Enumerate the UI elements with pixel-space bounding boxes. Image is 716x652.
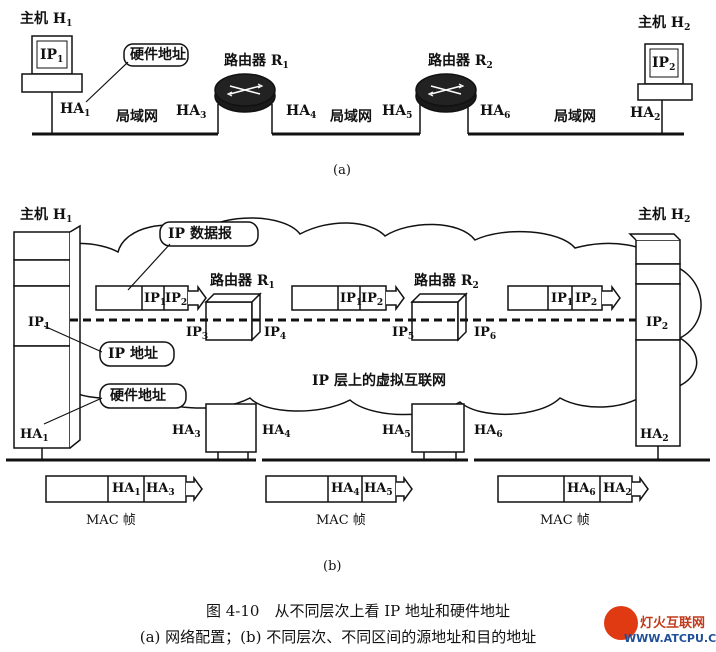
ip1-label-b: IP1 [28,315,51,332]
ip-datagram-1 [95,284,207,312]
ha6-label-a: HA6 [480,103,511,121]
ip5-label: IP5 [392,325,415,342]
ha1-label-a: HA1 [60,101,91,119]
ha2-label-a: HA2 [630,105,661,123]
router2-icon [415,73,477,134]
mac-frame-2 [265,475,413,503]
dg2-src: IP1 [340,291,363,308]
router1-link-box [205,403,257,460]
mac-frame-1 [45,475,203,503]
ip2-label-b: IP2 [646,315,669,332]
caption-b: (b) [323,559,342,574]
ha5-label-b: HA5 [382,423,411,440]
dg1-dst: IP2 [165,291,188,308]
mac3-src: HA6 [567,481,596,498]
mac2-dst: HA5 [364,481,393,498]
callout-datagram-bubble [159,221,259,247]
cloud-label: IP 层上的虚拟互联网 [312,373,446,389]
router2-label-b: 路由器 R2 [414,273,479,291]
host1-label-b: 主机 H1 [20,207,73,225]
host2-label-b: 主机 H2 [638,207,691,225]
host1-label-a: 主机 H1 [20,11,73,29]
router1-label-b: 路由器 R1 [210,273,275,291]
callout-ip: IP 地址 [108,346,158,362]
ip6-label: IP6 [474,325,497,342]
callout-hw-b-bubble [99,383,187,409]
callout-hw-b: 硬件地址 [110,388,166,404]
ip-datagram-2 [291,284,405,312]
router2-cube [410,292,468,342]
host2-stack [628,233,681,460]
router1-cube [204,292,262,342]
host2-label-a: 主机 H2 [638,15,691,33]
ha6-label-b: HA6 [474,423,503,440]
router1-icon [214,73,276,134]
dg3-src: IP1 [551,291,574,308]
dg3-dst: IP2 [575,291,598,308]
host2-computer-icon [637,43,693,134]
callout-hw-a: 硬件地址 [130,47,186,63]
mac-frame-label-1: MAC 帧 [86,513,136,528]
mac-frame-label-3: MAC 帧 [540,513,590,528]
lan1-label: 局域网 [116,109,158,125]
panel-b [6,217,710,503]
ha4-label-a: HA4 [286,103,317,121]
ip1-label-a: IP1 [40,47,64,65]
ha1-label-b: HA1 [20,427,49,444]
mac-frame-3 [497,475,649,503]
ha2-label-b: HA2 [640,427,669,444]
host1-computer-icon [21,35,83,134]
panel-a [21,35,693,136]
caption-a: (a) [333,163,351,178]
callout-hw-a-bubble [123,43,189,67]
ip-datagram-3 [507,284,621,312]
router2-label-a: 路由器 R2 [428,53,493,71]
ha5-label-a: HA5 [382,103,413,121]
mac1-dst: HA3 [146,481,175,498]
router1-label-a: 路由器 R1 [224,53,289,71]
callout-datagram: IP 数据报 [168,226,232,242]
ip4-label: IP4 [264,325,287,342]
figure-subtitle: (a) 网络配置；(b) 不同层次、不同区间的源地址和目的地址 [139,628,537,646]
ha3-label-a: HA3 [176,103,207,121]
watermark-url: WWW.ATCPU.COM [624,632,716,645]
host1-stack [13,224,81,460]
router2-link-box [411,403,465,460]
watermark-text: 灯火互联网 [640,616,706,631]
callout-ip-bubble [99,341,175,367]
dg1-src: IP1 [144,291,167,308]
mac-frame-label-2: MAC 帧 [316,513,366,528]
ha3-label-b: HA3 [172,423,201,440]
mac3-dst: HA2 [603,481,632,498]
lan3-label: 局域网 [554,109,596,125]
mac1-src: HA1 [112,481,141,498]
figure-title: 图 4-10 从不同层次上看 IP 地址和硬件地址 [205,602,511,620]
watermark-logo-icon [604,606,638,640]
ip2-label-a: IP2 [652,55,676,73]
dg2-dst: IP2 [361,291,384,308]
lan2-label: 局域网 [330,109,372,125]
mac2-src: HA4 [331,481,360,498]
ip3-label: IP3 [186,325,209,342]
ha4-label-b: HA4 [262,423,291,440]
